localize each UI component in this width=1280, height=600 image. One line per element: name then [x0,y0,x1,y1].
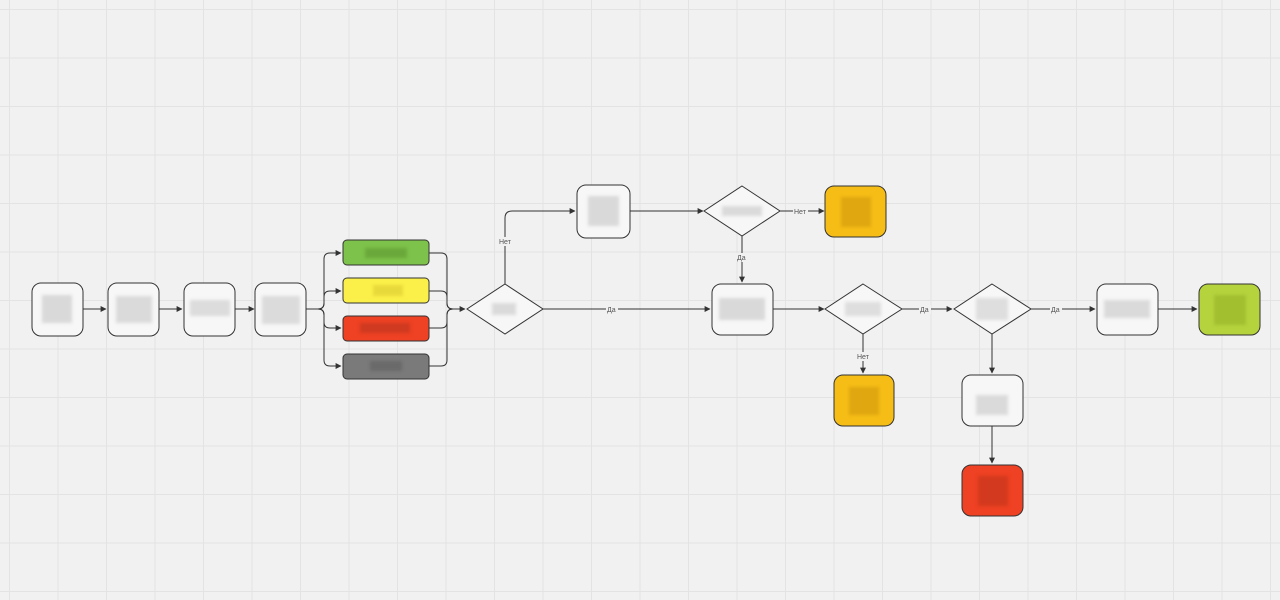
nodes [31,184,1261,517]
node-bottom[interactable] [961,374,1024,427]
node-step-1[interactable] [31,282,84,337]
status-yellow[interactable] [342,277,430,304]
node-right[interactable] [1096,283,1159,336]
edge-gray-d1 [429,308,465,367]
edge-label-yes-mid-down: Да [737,255,746,262]
result-amber-top[interactable] [824,185,887,238]
edge-labels: Нет Да Нет Да Нет Да Да [498,207,1062,361]
status-red[interactable] [342,315,430,342]
edge-label-yes-d3: Да [920,307,929,314]
node-mid[interactable] [711,283,774,336]
result-lime[interactable] [1198,283,1261,336]
decision-3[interactable] [824,283,903,335]
edge-label-no-bottom: Нет [857,354,870,361]
edge-label-no-top: Нет [499,239,512,246]
edge-label-yes-main: Да [607,307,616,314]
edges [83,208,1198,464]
result-amber-bottom[interactable] [833,374,895,427]
decision-4[interactable] [953,283,1032,335]
edge-d1-top [504,208,576,284]
node-step-2[interactable] [107,282,160,337]
node-top[interactable] [576,184,631,239]
edge-label-yes-d4: Да [1051,307,1060,314]
node-step-3[interactable] [183,282,236,337]
status-gray[interactable] [342,353,430,380]
edge-label-no-mid: Нет [794,209,807,216]
edge-yellow-d1 [429,290,465,310]
result-red[interactable] [961,464,1024,517]
decision-1[interactable] [466,283,544,335]
node-step-4[interactable] [254,282,307,337]
decision-2[interactable] [703,185,781,237]
edge-n4-gray [306,308,342,369]
edge-n4-yellow [306,288,342,310]
status-green[interactable] [342,239,430,266]
